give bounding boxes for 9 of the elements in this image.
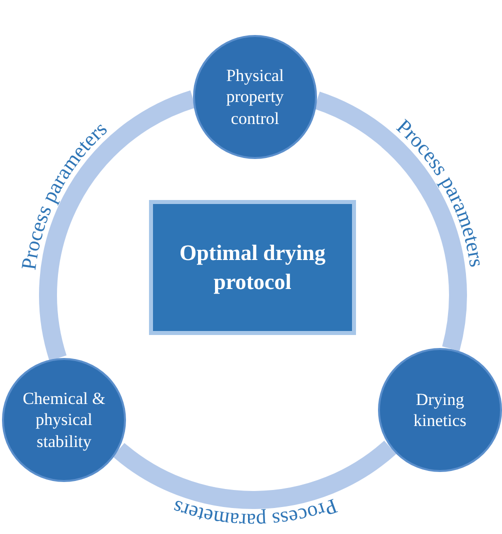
- edge-label: Process parameters: [169, 494, 340, 534]
- central-box: [149, 200, 356, 335]
- ring-connector: [39, 90, 196, 360]
- node-label: Physical property control: [225, 65, 285, 129]
- ring-connector: [314, 92, 467, 351]
- node-label: Optimal drying protocol: [178, 238, 327, 296]
- ring-connector: [113, 440, 396, 509]
- node-label: Chemical & physical stability: [22, 388, 106, 452]
- node-label: Drying kinetics: [412, 388, 468, 432]
